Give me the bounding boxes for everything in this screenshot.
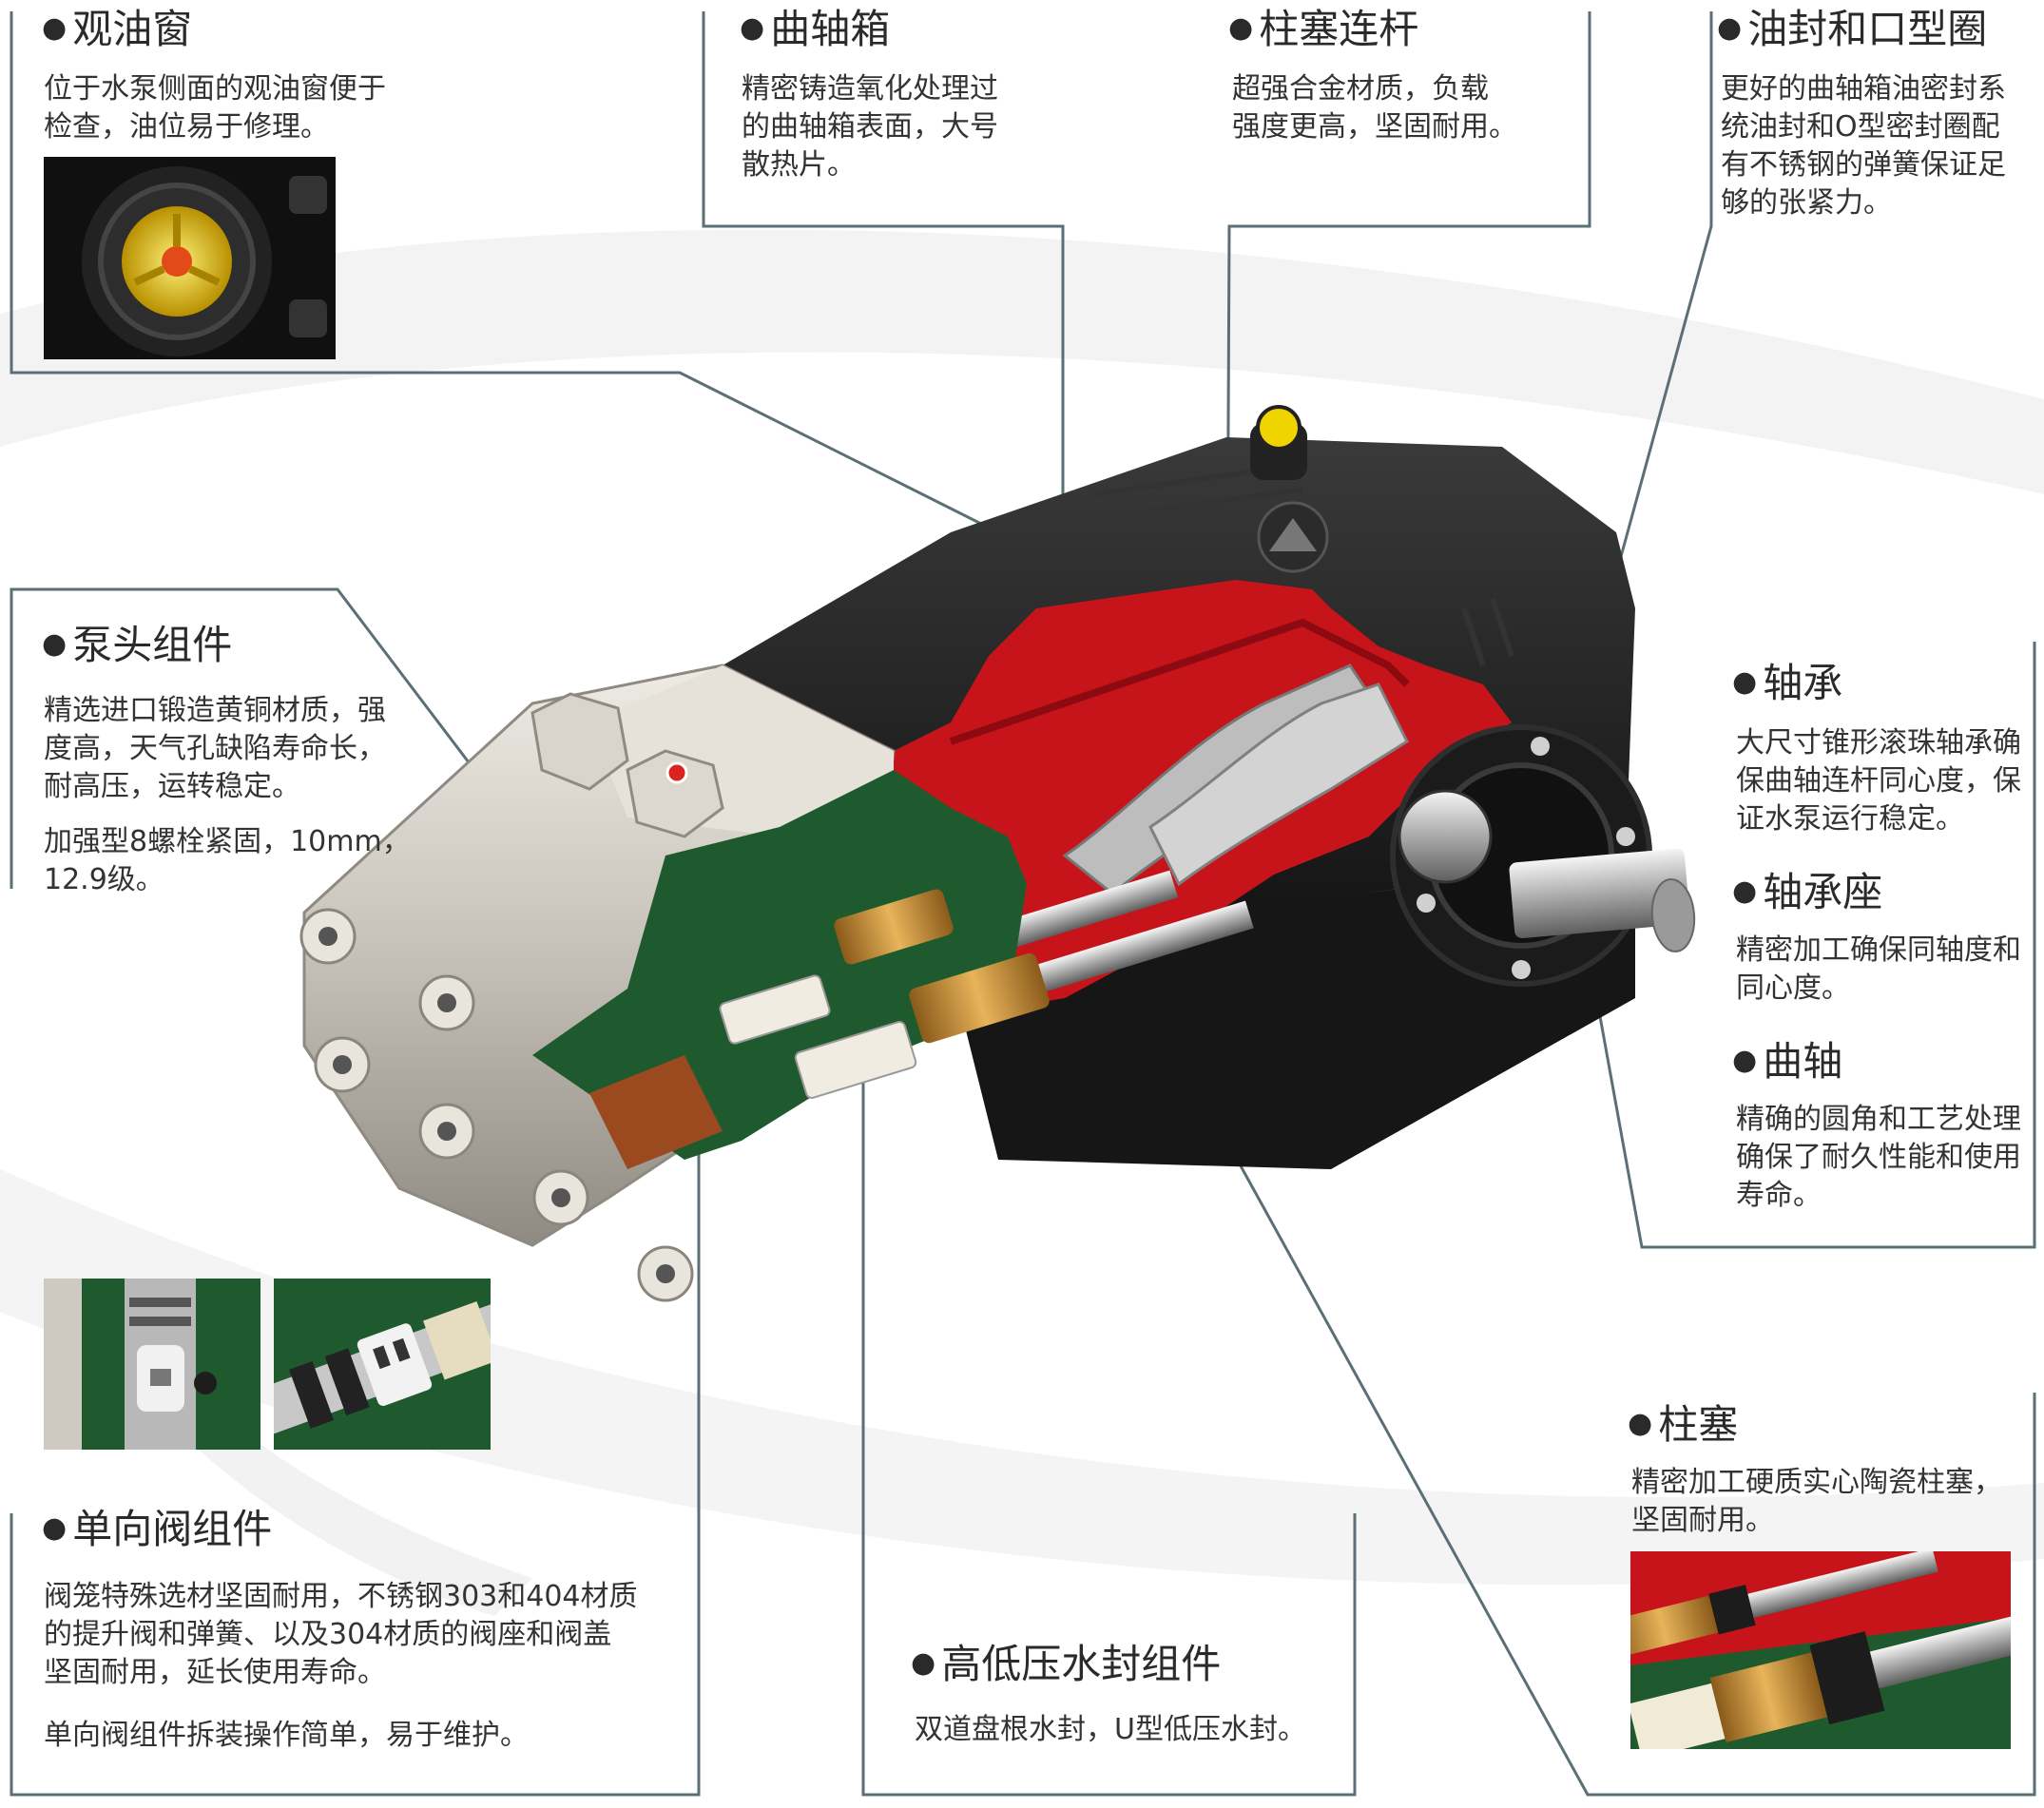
- bullet-icon: ●: [1717, 11, 1743, 45]
- check-valve-photo-1: [44, 1279, 260, 1450]
- bullet-icon: ●: [42, 1511, 67, 1545]
- oil-window-desc: 位于水泵侧面的观油窗便于 检查，油位易于修理。: [44, 72, 386, 144]
- valve-cap-red: [665, 761, 688, 784]
- pump-head-desc2: 加强型8螺栓紧固，10mm， 12.9级。: [44, 825, 411, 896]
- pump-head-title-text: 泵头组件: [72, 622, 233, 668]
- oil-window-title-text: 观油窗: [72, 6, 193, 52]
- oil-window-title: ●观油窗: [42, 10, 192, 49]
- seal-pack: [719, 974, 831, 1045]
- bullet-icon: ●: [42, 11, 67, 45]
- bearing-bracket: [1581, 642, 2036, 1249]
- plunger-bracket: [1120, 950, 2036, 1797]
- plunger-title: ●柱塞: [1628, 1405, 1738, 1445]
- bullet-icon: ●: [911, 1646, 936, 1680]
- bearing-title-text: 轴承: [1763, 660, 1843, 706]
- check-valve-title: ●单向阀组件: [42, 1510, 272, 1549]
- valve-cap: [626, 749, 724, 838]
- seal-bracket: [861, 1036, 1357, 1797]
- crankcase-desc: 精密铸造氧化处理过 的曲轴箱表面，大号 散热片。: [742, 72, 998, 182]
- pump-head-cutaway: [532, 770, 1027, 1160]
- crankcase-fin: [1102, 487, 1303, 521]
- crankcase-fin: [1461, 607, 1486, 666]
- check-valve-desc: 阀笼特殊选材坚固耐用，不锈钢303和404材质 的提升阀和弹簧、以及304材质的…: [44, 1580, 638, 1689]
- seal-title-text: 高低压水封组件: [941, 1641, 1222, 1687]
- oil-seal-title-text: 油封和口型圈: [1747, 6, 1988, 52]
- housing-bolt: [1417, 894, 1436, 913]
- crankshaft-end: [1509, 848, 1690, 939]
- bullet-icon: ●: [1628, 1407, 1653, 1440]
- plunger-photo: [1630, 1551, 2011, 1749]
- crankcase-title: ●曲轴箱: [740, 10, 890, 49]
- pump-head-title: ●泵头组件: [42, 625, 232, 665]
- housing-bolt: [1512, 960, 1531, 979]
- bullet-icon: ●: [42, 627, 67, 661]
- bearing-seat-title: ●轴承座: [1732, 873, 1882, 913]
- hex-cap: [530, 692, 629, 791]
- check-valve-photo-2: [274, 1279, 491, 1450]
- crankcase-title-text: 曲轴箱: [770, 6, 891, 52]
- plunger-rod-title-text: 柱塞连杆: [1259, 6, 1419, 52]
- oil-seal-title: ●油封和口型圈: [1717, 10, 1987, 49]
- seal-pack: [834, 889, 954, 965]
- plunger-rod-title: ●柱塞连杆: [1228, 10, 1418, 49]
- check-valve-bracket: [10, 927, 701, 1797]
- bearing-seat-desc: 精密加工确保同轴度和 同心度。: [1736, 933, 2021, 1005]
- seal-desc: 双道盘根水封，U型低压水封。: [915, 1713, 1306, 1746]
- bearing-seat-title-text: 轴承座: [1763, 869, 1883, 915]
- crankshaft-title-text: 曲轴: [1763, 1038, 1843, 1085]
- crankcase-bracket: [702, 11, 1065, 656]
- seal-title: ●高低压水封组件: [911, 1645, 1221, 1684]
- plunger-title-text: 柱塞: [1658, 1401, 1739, 1448]
- oil-seal-desc: 更好的曲轴箱油密封系 统油封和O型密封圈配 有不锈钢的弹簧保证足 够的张紧力。: [1721, 72, 2006, 220]
- check-valve-desc2: 单向阀组件拆装操作简单，易于维护。: [44, 1719, 529, 1752]
- bullet-icon: ●: [740, 11, 765, 45]
- check-valve-title-text: 单向阀组件: [72, 1506, 273, 1552]
- bearing: [1398, 789, 1493, 884]
- plunger-rod-desc: 超强合金材质，负载 强度更高，坚固耐用。: [1232, 72, 1517, 144]
- plunger-desc: 精密加工硬质实心陶瓷柱塞， 坚固耐用。: [1631, 1466, 2002, 1537]
- pump-head-bracket: [10, 587, 563, 889]
- bullet-icon: ●: [1732, 665, 1758, 699]
- housing-bolt: [1531, 737, 1550, 756]
- oil-window-photo: [44, 157, 336, 359]
- crankcase-fin: [1490, 598, 1514, 657]
- bullet-icon: ●: [1732, 875, 1758, 908]
- housing-bolt: [1616, 827, 1635, 846]
- bearing-desc: 大尺寸锥形滚珠轴承确 保曲轴连杆同心度，保 证水泵运行稳定。: [1736, 726, 2021, 836]
- crankshaft-desc: 精确的圆角和工艺处理 确保了耐久性能和使用 寿命。: [1736, 1103, 2021, 1212]
- pump-head-desc: 精选进口锻造黄铜材质，强 度高，天气孔缺陷寿命长， 耐高压，运转稳定。: [44, 694, 386, 803]
- crankshaft-title: ●曲轴: [1732, 1042, 1842, 1082]
- oil-cap-top: [1256, 405, 1302, 451]
- seal-pack: [794, 1021, 917, 1099]
- seal-pack: [909, 952, 1050, 1044]
- bullet-icon: ●: [1228, 11, 1254, 45]
- background-swoosh: [0, 229, 2044, 494]
- bearing-title: ●轴承: [1732, 664, 1842, 703]
- oil-window-bracket: [10, 11, 1009, 539]
- plunger-rod: [1009, 900, 1254, 1001]
- connecting-rod: [1148, 683, 1409, 887]
- bullet-icon: ●: [1732, 1044, 1758, 1077]
